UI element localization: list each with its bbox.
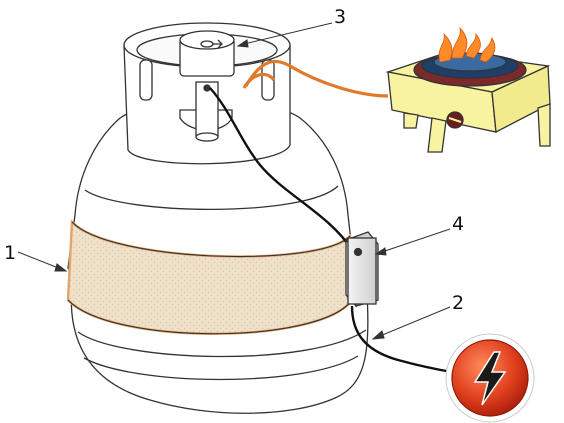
collar-slot-left — [140, 60, 152, 100]
callout-3: 3 — [334, 6, 346, 28]
stove-leg-front-left — [404, 113, 418, 128]
valve-stem-base — [196, 133, 218, 141]
leader-4 — [382, 229, 450, 252]
controller-box — [346, 232, 378, 306]
leader-1-arrow — [55, 264, 66, 271]
stove-leg-front-right — [428, 118, 446, 152]
callout-2: 2 — [452, 292, 464, 314]
leader-2 — [380, 307, 450, 336]
leader-2-arrow — [373, 331, 384, 339]
callout-1: 1 — [4, 242, 16, 264]
controller-connector — [355, 249, 362, 256]
camp-stove — [388, 52, 550, 152]
valve-sensor-dot — [204, 85, 210, 91]
callout-4: 4 — [452, 213, 464, 235]
valve-handwheel-top — [180, 31, 234, 49]
power-button[interactable] — [446, 334, 534, 422]
controller-box-face — [348, 238, 376, 304]
stove-leg-back-right — [538, 104, 550, 146]
